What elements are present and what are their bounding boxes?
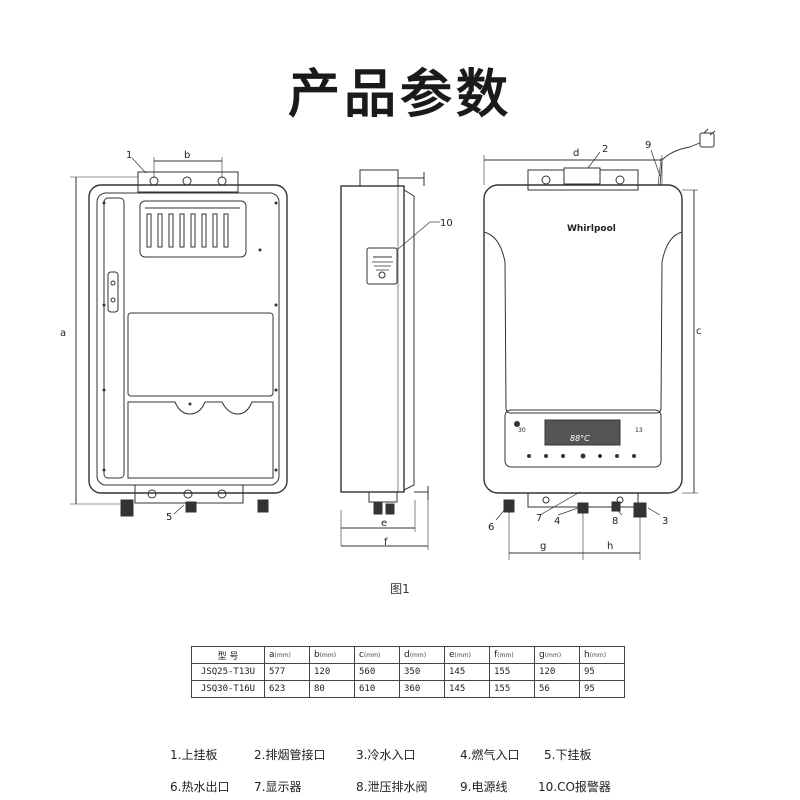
label-b: b: [184, 150, 190, 161]
table-cell: 350: [399, 663, 445, 681]
label-3: 3: [662, 516, 668, 527]
display-panel: [504, 409, 662, 468]
label-g: g: [540, 541, 546, 552]
table-cell: 155: [489, 663, 535, 681]
part-item: 8.泄压排水阀: [356, 780, 428, 794]
label-8: 8: [612, 516, 618, 527]
display-left-reading: 30: [518, 427, 526, 434]
part-item: 6.热水出口: [170, 780, 230, 794]
back-view: [70, 157, 288, 517]
table-cell: JSQ25-T13U: [191, 663, 265, 681]
table-cell: 120: [534, 663, 580, 681]
header-e: e(mm): [444, 646, 490, 664]
co-alarm: [366, 247, 398, 285]
table-cell: 120: [309, 663, 355, 681]
table-cell: 610: [354, 680, 400, 698]
front-view: [483, 128, 716, 560]
table-cell: 56: [534, 680, 580, 698]
back-frame: [88, 184, 288, 494]
header-c: c(mm): [354, 646, 400, 664]
table-cell: 623: [264, 680, 310, 698]
table-header-row: 型 号 a(mm) b(mm) c(mm) d(mm) e(mm) f(mm) …: [191, 646, 625, 664]
table-cell: 577: [264, 663, 310, 681]
label-d: d: [573, 148, 579, 159]
header-b: b(mm): [309, 646, 355, 664]
label-2: 2: [602, 144, 608, 155]
part-item: 3.冷水入口: [356, 748, 416, 762]
part-item: 5.下挂板: [544, 748, 592, 762]
label-e: e: [381, 518, 387, 529]
part-item: 1.上挂板: [170, 748, 218, 762]
label-9: 9: [645, 140, 651, 151]
top-grille: [139, 200, 247, 258]
table-cell: 80: [309, 680, 355, 698]
header-d: d(mm): [399, 646, 445, 664]
header-h: h(mm): [579, 646, 625, 664]
part-item: 10.CO报警器: [538, 780, 611, 794]
page-title: 产品参数: [287, 65, 512, 125]
label-1: 1: [126, 150, 132, 161]
label-7: 7: [536, 513, 542, 524]
table-cell: 360: [399, 680, 445, 698]
table-cell: JSQ30-T16U: [191, 680, 265, 698]
upper-hanging-plate: [137, 171, 239, 193]
label-a: a: [60, 328, 66, 339]
table-cell: 95: [579, 663, 625, 681]
table-row: JSQ25-T13U 577 120 560 350 145 155 120 9…: [191, 663, 625, 681]
label-6: 6: [488, 522, 494, 533]
spec-table: 型 号 a(mm) b(mm) c(mm) d(mm) e(mm) f(mm) …: [191, 646, 625, 698]
table-cell: 560: [354, 663, 400, 681]
table-cell: 95: [579, 680, 625, 698]
table-row: JSQ30-T16U 623 80 610 360 145 155 56 95: [191, 680, 625, 698]
part-item: 2.排烟管接口: [254, 748, 326, 762]
table-cell: 155: [489, 680, 535, 698]
brand-logo: Whirlpool: [567, 224, 616, 234]
display-right-reading: 13: [635, 427, 643, 434]
label-10: 10: [440, 218, 453, 229]
label-4: 4: [554, 516, 560, 527]
header-model: 型 号: [191, 646, 265, 664]
side-view: [340, 169, 440, 550]
label-5: 5: [166, 512, 172, 523]
part-item: 7.显示器: [254, 780, 302, 794]
part-item: 4.燃气入口: [460, 748, 520, 762]
header-a: a(mm): [264, 646, 310, 664]
figure-caption: 图1: [390, 582, 410, 596]
label-h: h: [607, 541, 613, 552]
part-item: 9.电源线: [460, 780, 508, 794]
label-f: f: [384, 537, 388, 548]
label-c: c: [696, 326, 702, 337]
display-main-reading: 88°C: [570, 434, 590, 443]
header-g: g(mm): [534, 646, 580, 664]
header-f: f(mm): [489, 646, 535, 664]
table-cell: 145: [444, 663, 490, 681]
table-cell: 145: [444, 680, 490, 698]
side-body: [340, 185, 405, 493]
